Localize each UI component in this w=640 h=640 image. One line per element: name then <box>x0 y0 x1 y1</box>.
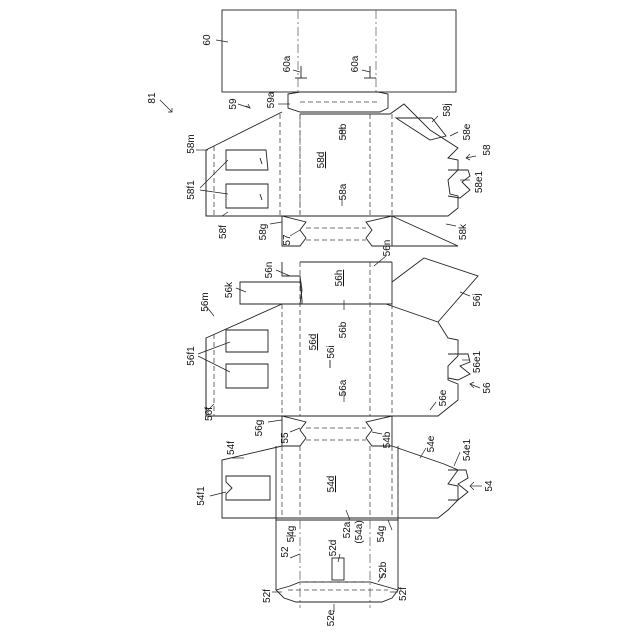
label-56j: 56j <box>472 293 483 306</box>
label-58f1: 58f1 <box>186 180 197 200</box>
label-81: 81 <box>147 92 158 104</box>
label-56n-2: 56n <box>382 240 393 257</box>
label-58k: 58k <box>458 223 469 240</box>
label-58m: 58m <box>186 134 197 153</box>
label-60a-2: 60a <box>350 55 361 72</box>
label-56e: 56e <box>438 389 449 406</box>
label-52b: 52b <box>378 561 389 578</box>
label-58e1: 58e1 <box>474 170 485 193</box>
label-52d: 52d <box>328 540 339 557</box>
leader-lines <box>160 40 482 612</box>
label-52e: 52e <box>326 609 337 626</box>
label-56e1: 56e1 <box>472 350 483 373</box>
label-52f-2: 52f <box>398 587 409 601</box>
label-56: 56 <box>482 382 493 394</box>
label-59: 59 <box>228 98 239 110</box>
label-54d: 54d <box>326 476 337 493</box>
label-54e: 54e <box>426 435 437 452</box>
label-58f: 58f <box>218 225 229 239</box>
label-57: 57 <box>282 234 293 246</box>
neck-57 <box>282 216 458 246</box>
tab-59a <box>288 92 388 112</box>
label-56n-1: 56n <box>264 262 275 279</box>
label-58d: 58d <box>316 152 327 169</box>
label-54f1: 54f1 <box>196 486 207 506</box>
label-60: 60 <box>202 34 213 46</box>
label-54f: 54f <box>226 441 237 455</box>
panel-60 <box>222 10 456 92</box>
label-54g-1: 54g <box>286 526 297 543</box>
label-56a: 56a <box>338 379 349 396</box>
label-52: 52 <box>280 546 291 558</box>
label-55: 55 <box>280 432 291 444</box>
label-56g: 56g <box>254 420 265 437</box>
label-56h: 56h <box>334 270 345 287</box>
label-56i: 56i <box>326 345 337 358</box>
label-52f-1: 52f <box>262 589 273 603</box>
label-60a-1: 60a <box>282 55 293 72</box>
label-58e: 58e <box>462 123 473 140</box>
label-58a: 58a <box>338 183 349 200</box>
label-54: 54 <box>484 480 495 492</box>
neck-55 <box>282 416 392 446</box>
label-56b: 56b <box>338 321 349 338</box>
label-54a: (54a) <box>354 520 365 543</box>
label-56m: 56m <box>200 292 211 311</box>
section-54 <box>222 446 468 520</box>
label-58j: 58j <box>442 103 453 116</box>
label-52a: 52a <box>342 521 353 538</box>
label-54b: 54b <box>382 431 393 448</box>
label-56k: 56k <box>224 281 235 298</box>
label-56d: 56d <box>308 334 319 351</box>
label-58b: 58b <box>338 123 349 140</box>
label-54g-2: 54g <box>376 526 387 543</box>
label-54e1: 54e1 <box>462 438 473 461</box>
label-58: 58 <box>482 144 493 156</box>
label-56f1: 56f1 <box>186 346 197 366</box>
label-56f: 56f <box>204 407 215 421</box>
label-59a: 59a <box>266 91 277 108</box>
label-58g: 58g <box>258 224 269 241</box>
